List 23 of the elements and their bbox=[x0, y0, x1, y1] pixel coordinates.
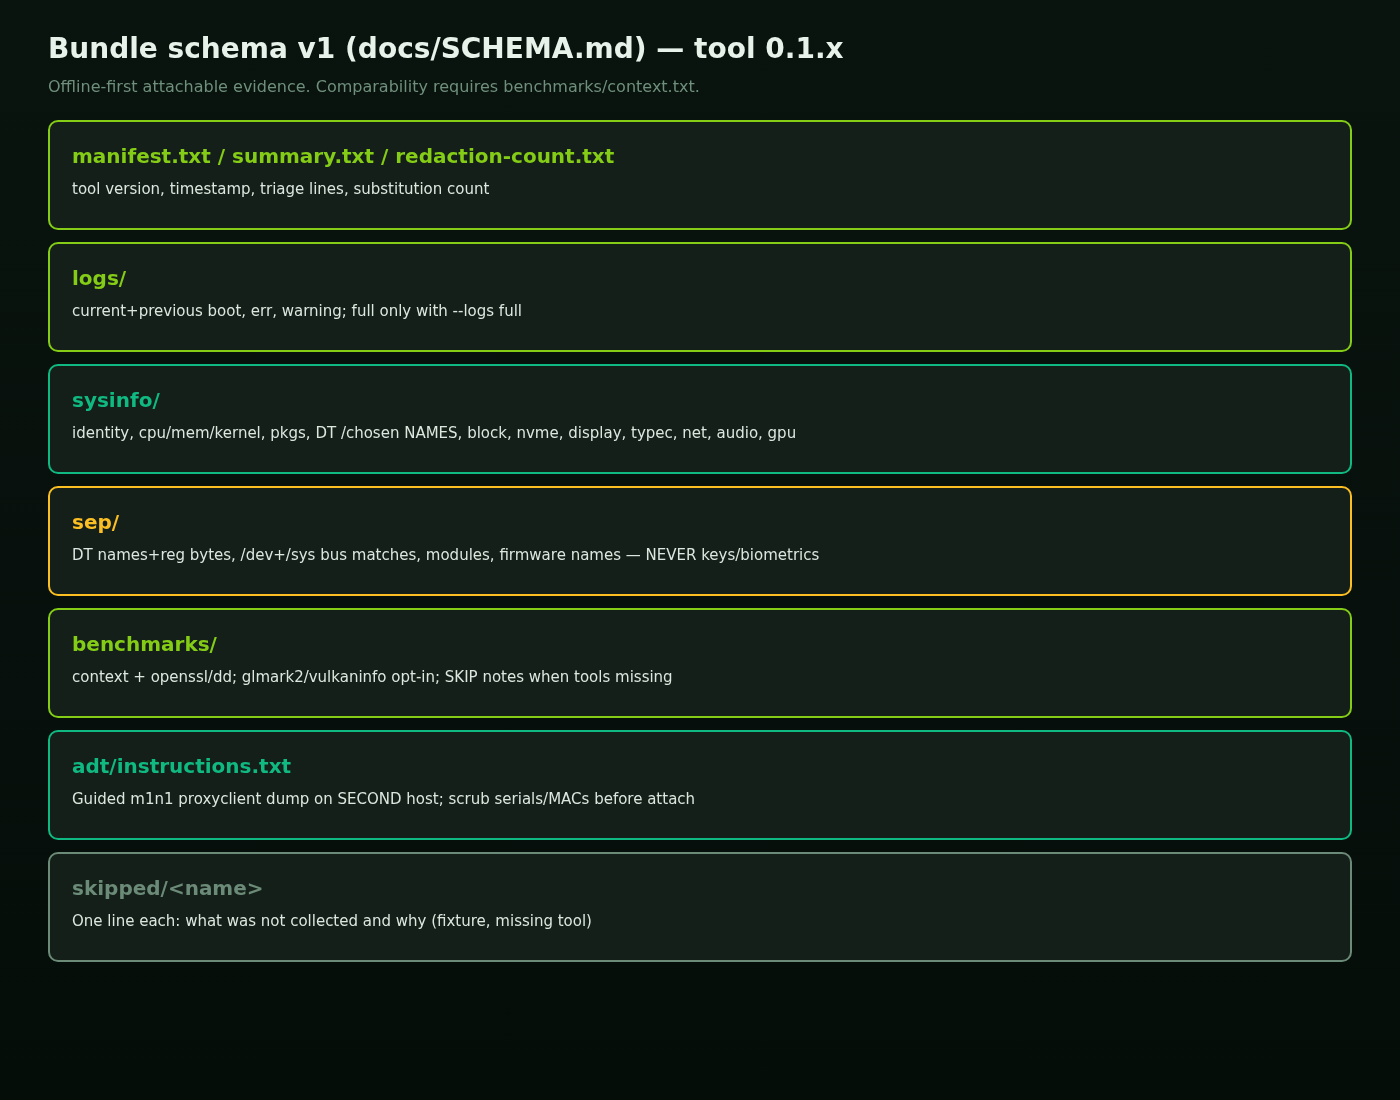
section-description: One line each: what was not collected and why (fixture, missing tool) bbox=[72, 911, 593, 932]
diagram-title: Bundle schema v1 (docs/SCHEMA.md) — tool 0.1.x bbox=[48, 31, 845, 67]
section-description: current+previous boot, err, warning; full only with --logs full bbox=[72, 301, 523, 322]
section-heading: benchmarks/ bbox=[72, 631, 218, 658]
section-heading: logs/ bbox=[72, 265, 128, 292]
section-card bbox=[48, 120, 1352, 230]
section-description: identity, cpu/mem/kernel, pkgs, DT /chosen NAMES, block, nvme, display, typec, net, audio, gpu bbox=[72, 423, 798, 444]
section-card bbox=[48, 242, 1352, 352]
section-card bbox=[48, 486, 1352, 596]
section-heading: sysinfo/ bbox=[72, 387, 161, 414]
section-description: tool version, timestamp, triage lines, substitution count bbox=[72, 179, 491, 200]
section-card bbox=[48, 730, 1352, 840]
subtitle-note: Offline-first attachable evidence. Comparability requires benchmarks/context.txt. bbox=[48, 76, 701, 98]
section-description: context + openssl/dd; glmark2/vulkaninfo opt-in; SKIP notes when tools missing bbox=[72, 667, 674, 688]
section-card bbox=[48, 852, 1352, 962]
section-heading: adt/instructions.txt bbox=[72, 753, 293, 780]
section-heading: manifest.txt / summary.txt / redaction-count.txt bbox=[72, 143, 616, 170]
section-card bbox=[48, 608, 1352, 718]
section-heading: skipped/<name> bbox=[72, 875, 265, 902]
section-description: Guided m1n1 proxyclient dump on SECOND host; scrub serials/MACs before attach bbox=[72, 789, 697, 810]
section-heading: sep/ bbox=[72, 509, 121, 536]
section-card bbox=[48, 364, 1352, 474]
section-description: DT names+reg bytes, /dev+/sys bus matches, modules, firmware names — NEVER keys/biometrics bbox=[72, 545, 821, 566]
